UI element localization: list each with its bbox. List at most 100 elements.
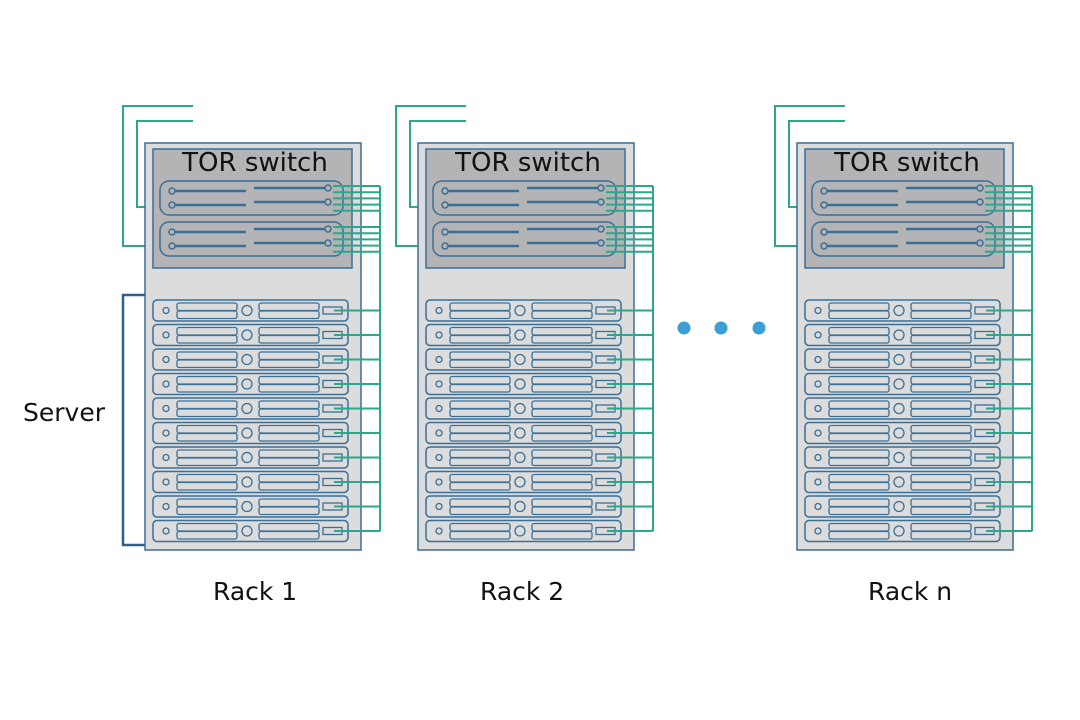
port-icon — [597, 239, 605, 247]
drive-bay — [176, 506, 238, 516]
led-icon — [814, 331, 822, 339]
button-icon — [893, 329, 905, 341]
drive-bay — [531, 530, 593, 540]
led-icon — [162, 306, 170, 315]
drive-bay — [176, 481, 238, 491]
port-icon — [324, 225, 332, 233]
drive-bay — [258, 310, 320, 320]
led-icon — [814, 355, 822, 364]
button-icon — [241, 402, 253, 415]
drive-bay — [258, 530, 320, 540]
drive-bay — [449, 383, 511, 393]
button-icon — [514, 304, 526, 317]
drive-bay — [449, 530, 511, 540]
drive-bay — [176, 408, 238, 418]
port-icon — [976, 225, 984, 233]
button-icon — [893, 427, 905, 439]
port-icon — [597, 198, 605, 206]
drive-bay — [531, 432, 593, 442]
drive-bay — [910, 432, 972, 442]
drive-bay — [258, 359, 320, 369]
led-icon — [435, 380, 443, 388]
led-icon — [435, 429, 443, 437]
button-icon — [514, 476, 526, 488]
rack-n-tor-label: TOR switch — [834, 148, 980, 178]
drive-bay — [910, 310, 972, 320]
drive-bay — [910, 334, 972, 344]
button-icon — [893, 500, 905, 513]
drive-bay — [531, 457, 593, 467]
rack-1-label: Rack 1 — [213, 577, 298, 606]
button-icon — [514, 451, 526, 464]
port-icon — [976, 184, 984, 192]
rack-1-tor-label: TOR switch — [182, 148, 328, 178]
led-icon — [814, 380, 822, 388]
drive-bay — [449, 310, 511, 320]
drive-bay — [258, 432, 320, 442]
button-icon — [241, 476, 253, 488]
rack-2-label: Rack 2 — [480, 577, 565, 606]
led-icon — [435, 502, 443, 511]
button-icon — [514, 500, 526, 513]
server-bracket — [121, 293, 145, 547]
led-icon — [435, 453, 443, 462]
led-icon — [162, 355, 170, 364]
drive-bay — [828, 481, 890, 491]
drive-bay — [531, 506, 593, 516]
drive-bay — [828, 408, 890, 418]
drive-bay — [828, 506, 890, 516]
drive-bay — [449, 457, 511, 467]
drive-bay — [531, 481, 593, 491]
drive-bay — [910, 383, 972, 393]
button-icon — [241, 329, 253, 341]
button-icon — [241, 500, 253, 513]
led-icon — [435, 331, 443, 339]
drive-bay — [449, 408, 511, 418]
led-icon — [435, 478, 443, 486]
button-icon — [241, 378, 253, 390]
led-icon — [162, 429, 170, 437]
led-icon — [162, 404, 170, 413]
led-icon — [814, 306, 822, 315]
drive-bay — [258, 481, 320, 491]
drive-bay — [449, 506, 511, 516]
led-icon — [814, 502, 822, 511]
drive-bay — [258, 383, 320, 393]
drive-bay — [531, 334, 593, 344]
drive-bay — [828, 530, 890, 540]
button-icon — [241, 451, 253, 464]
drive-bay — [910, 530, 972, 540]
rack-2-tor-label: TOR switch — [455, 148, 601, 178]
drive-bay — [910, 408, 972, 418]
led-icon — [435, 306, 443, 315]
button-icon — [514, 353, 526, 366]
led-icon — [814, 527, 822, 535]
drive-bay — [258, 408, 320, 418]
drive-bay — [828, 359, 890, 369]
drive-bay — [176, 530, 238, 540]
port-icon — [976, 198, 984, 206]
port-icon — [324, 239, 332, 247]
led-icon — [162, 331, 170, 339]
drive-bay — [531, 310, 593, 320]
drive-bay — [449, 359, 511, 369]
led-icon — [162, 478, 170, 486]
button-icon — [514, 329, 526, 341]
button-icon — [514, 427, 526, 439]
drive-bay — [258, 334, 320, 344]
uplink — [122, 105, 193, 247]
button-icon — [241, 427, 253, 439]
port-icon — [324, 184, 332, 192]
button-icon — [893, 451, 905, 464]
button-icon — [893, 378, 905, 390]
tor-switch — [152, 148, 353, 269]
drive-bay — [258, 506, 320, 516]
button-icon — [514, 378, 526, 390]
button-icon — [893, 525, 905, 537]
drive-bay — [531, 359, 593, 369]
button-icon — [893, 353, 905, 366]
led-icon — [162, 380, 170, 388]
led-icon — [435, 527, 443, 535]
